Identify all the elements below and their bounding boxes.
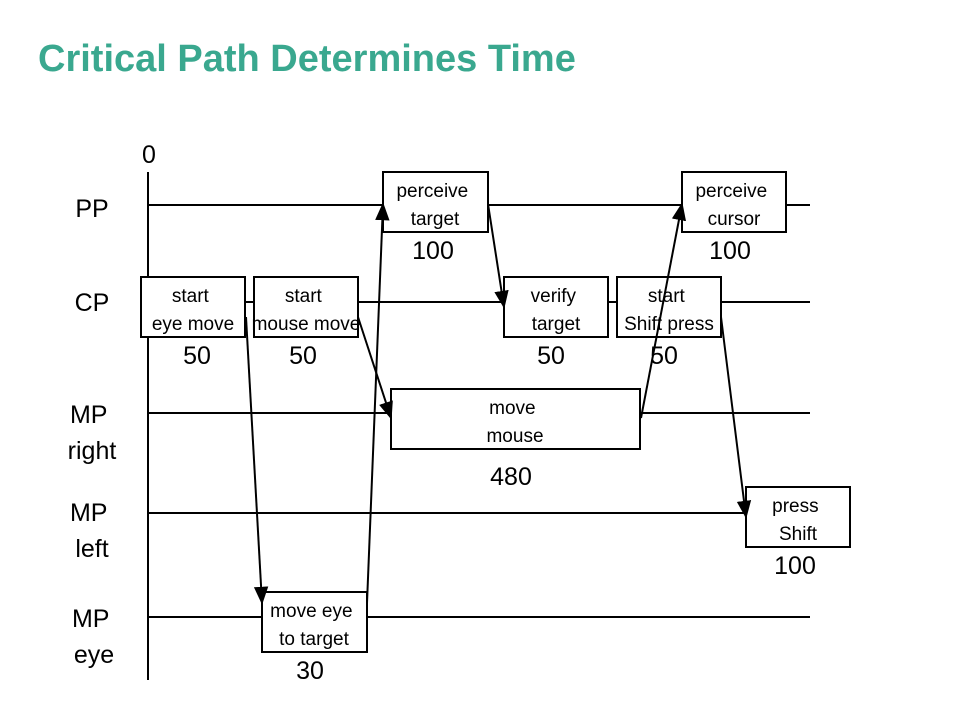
dependency-arrow xyxy=(487,203,509,309)
operator-label: perceive target xyxy=(396,181,473,230)
operator-duration: 50 xyxy=(289,342,317,370)
operator-duration: 100 xyxy=(412,237,454,265)
operator-label: perceive cursor xyxy=(695,181,772,230)
operator-box xyxy=(745,486,851,548)
operator-box xyxy=(140,276,246,338)
dependency-arrow xyxy=(245,316,269,605)
slide-title: Critical Path Determines Time xyxy=(38,38,576,80)
operator-duration: 480 xyxy=(490,463,532,491)
operator-box xyxy=(382,171,489,233)
dependency-arrow xyxy=(366,202,390,604)
operator-label: start mouse move xyxy=(252,286,361,335)
lane-label-mp-left: MP left xyxy=(70,499,114,563)
operator-press-shift: press Shift 100 xyxy=(745,486,851,580)
operator-label: start eye move xyxy=(152,286,234,335)
operator-label: start Shift press xyxy=(624,286,714,335)
operator-duration: 50 xyxy=(537,342,565,370)
lane-label-mp-eye: MP eye xyxy=(72,605,116,669)
operator-duration: 100 xyxy=(774,552,816,580)
operator-start-mouse-move: start mouse move 50 xyxy=(252,276,361,370)
dependency-arrow xyxy=(640,202,687,419)
operator-perceive-target: perceive target 100 xyxy=(382,171,489,265)
operator-perceive-cursor: perceive cursor 100 xyxy=(681,171,787,265)
operator-label: move eye to target xyxy=(270,601,358,650)
operator-duration: 50 xyxy=(183,342,211,370)
operator-move-mouse: move mouse 480 xyxy=(390,388,641,491)
operator-verify-target: verify target 50 xyxy=(503,276,609,370)
lane-label-cp: CP xyxy=(75,289,110,317)
lane-label-mp-right: MP right xyxy=(68,401,117,465)
operator-box xyxy=(681,171,787,233)
time-origin-label: 0 xyxy=(142,141,156,169)
operator-box xyxy=(261,591,368,653)
operator-label: press Shift xyxy=(772,496,824,545)
lane-label-pp: PP xyxy=(75,195,108,223)
operator-box xyxy=(253,276,359,338)
operator-label: move mouse xyxy=(486,398,543,447)
operator-duration: 30 xyxy=(296,657,324,685)
operator-box xyxy=(616,276,722,338)
dependency-arrow xyxy=(720,316,752,519)
operator-label: verify target xyxy=(531,286,582,335)
operator-start-eye-move: start eye move 50 xyxy=(140,276,246,370)
operator-box xyxy=(390,388,641,450)
dependency-arrow xyxy=(357,316,393,420)
operator-start-shift-press: start Shift press 50 xyxy=(616,276,722,370)
operator-move-eye-to-target: move eye to target 30 xyxy=(261,591,368,685)
operator-duration: 100 xyxy=(709,237,751,265)
